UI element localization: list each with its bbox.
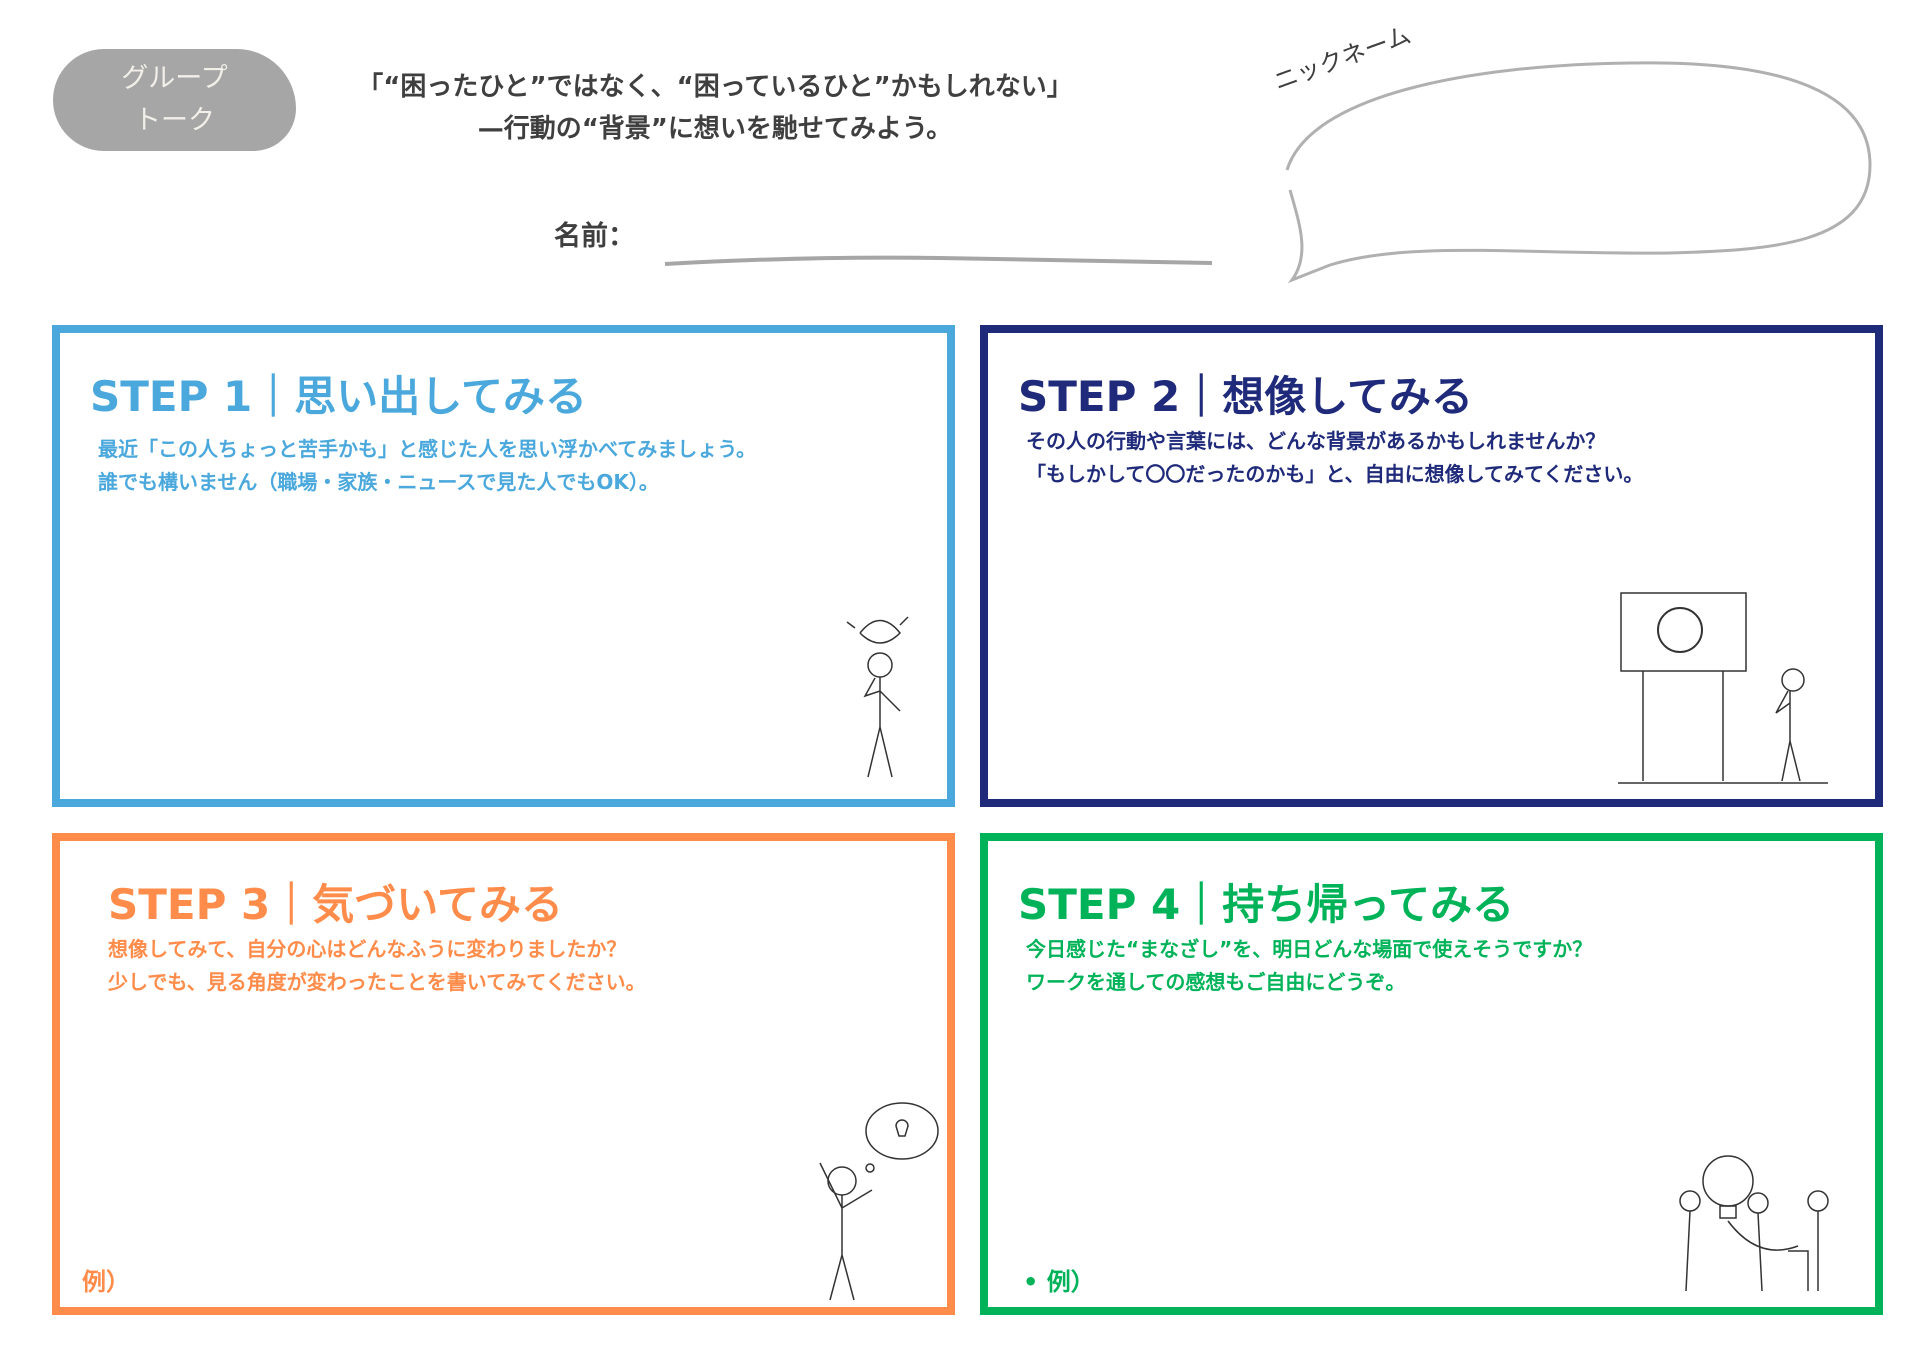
step-1-title: STEP 1｜思い出してみる	[90, 372, 587, 421]
team-lightbulb-illustration	[1679, 1155, 1829, 1292]
step-3-instructions: 想像してみて、自分の心はどんなふうに変わりましたか？ 少しでも、見る角度が変わった…	[108, 933, 646, 999]
step-2-box[interactable]: STEP 2｜想像してみる その人の行動や言葉には、どんな背景があるかもしれませ…	[980, 325, 1883, 807]
instruction-line: 誰でも構いません（職場・家族・ニュースで見た人でもOK）。	[98, 470, 659, 494]
name-label: 名前：	[554, 221, 635, 252]
step-1-instructions: 最近「この人ちょっと苦手かも」と感じた人を思い浮かべてみましょう。誰でも構いませ…	[98, 433, 756, 499]
badge-line-2: トーク	[134, 105, 215, 136]
badge-line-1: グループ	[121, 63, 228, 94]
step-4-instructions: 今日感じた“まなざし”を、明日どんな場面で使えそうですか？ ワークを通しての感想…	[1026, 933, 1592, 999]
name-underline[interactable]	[660, 250, 1220, 275]
instruction-line: 最近「この人ちょっと苦手かも」と感じた人を思い浮かべてみましょう。	[98, 437, 756, 461]
step-4-title: STEP 4｜持ち帰ってみる	[1018, 880, 1515, 929]
instruction-line: 少しでも、見る角度が変わったことを書いてみてください。	[108, 970, 646, 994]
instruction-line: 「もしかして〇〇だったのかも」と、自由に想像してみてください。	[1026, 462, 1644, 486]
instruction-line: ワークを通しての感想もご自由にどうぞ。	[1026, 970, 1406, 994]
step-3-box[interactable]: STEP 3｜気づいてみる 想像してみて、自分の心はどんなふうに変わりましたか？…	[52, 833, 955, 1315]
step-1-box[interactable]: STEP 1｜思い出してみる 最近「この人ちょっと苦手かも」と感じた人を思い浮か…	[52, 325, 955, 807]
worksheet-subtitle: —行動の“背景”に想いを馳せてみよう。	[477, 114, 953, 144]
step-2-instructions: その人の行動や言葉には、どんな背景があるかもしれませんか？ 「もしかして〇〇だった…	[1026, 425, 1643, 491]
instruction-line: 今日感じた“まなざし”を、明日どんな場面で使えそうですか？	[1026, 937, 1593, 961]
idea-person-illustration	[819, 1102, 939, 1301]
nickname-speech-bubble[interactable]	[1270, 55, 1890, 290]
worksheet-title: 「“困ったひと”ではなく、“困っているひと”かもしれない」	[357, 72, 1073, 102]
step-3-example-label: 例）	[82, 1268, 130, 1296]
step-3-title: STEP 3｜気づいてみる	[108, 880, 563, 929]
group-talk-badge: グループ トーク	[53, 49, 296, 151]
signboard-thinking-person-illustration	[1618, 592, 1828, 784]
instruction-line: 想像してみて、自分の心はどんなふうに変わりましたか？	[108, 937, 627, 961]
step-2-title: STEP 2｜想像してみる	[1018, 372, 1473, 421]
confused-person-illustration	[846, 616, 909, 778]
step-4-box[interactable]: STEP 4｜持ち帰ってみる 今日感じた“まなざし”を、明日どんな場面で使えそう…	[980, 833, 1883, 1315]
instruction-line: その人の行動や言葉には、どんな背景があるかもしれませんか？	[1026, 429, 1606, 453]
step-4-example-label: • 例）	[1023, 1268, 1095, 1296]
